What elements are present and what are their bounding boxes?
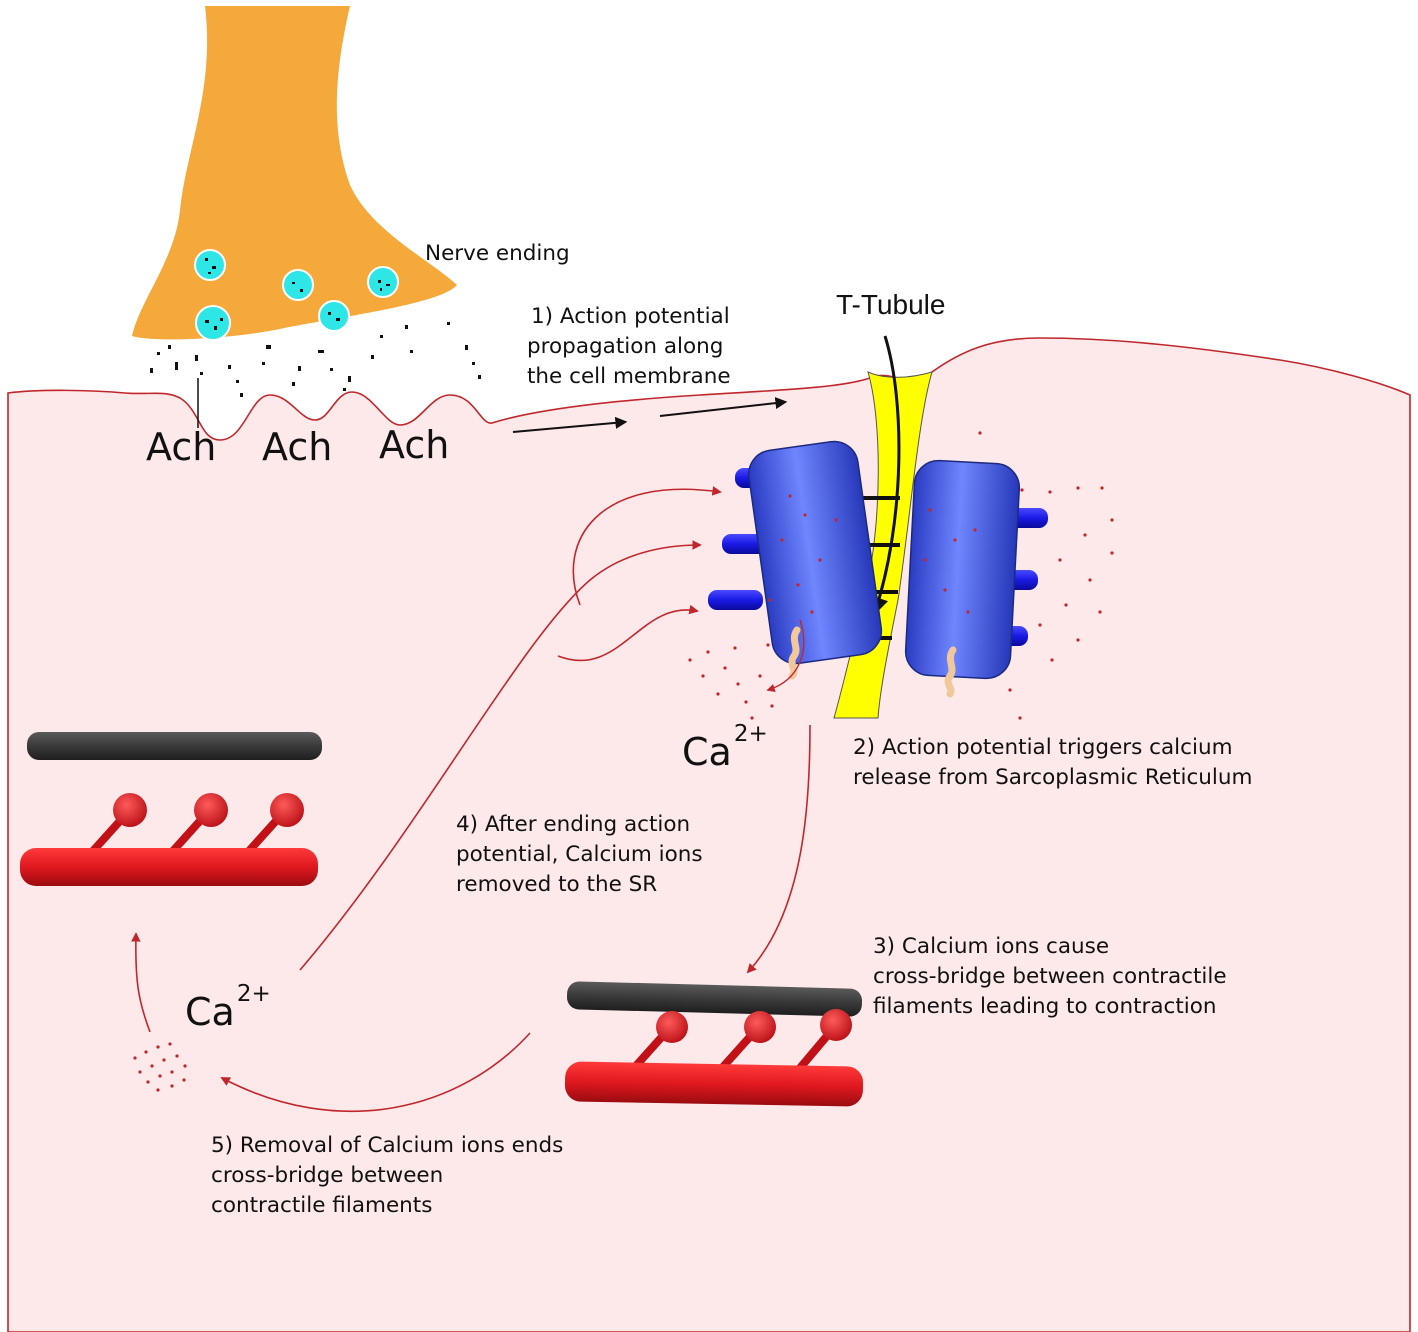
actin-filament	[566, 981, 863, 1017]
sr-pump	[788, 626, 801, 680]
myosin-head	[656, 1011, 688, 1043]
ach-vesicles	[194, 249, 399, 341]
step-3-line-2: cross-bridge between contractile	[873, 964, 1227, 989]
actin-filament	[27, 732, 322, 760]
vesicle	[318, 300, 350, 332]
myosin-head	[194, 793, 228, 827]
sarcoplasmic-reticulum-left	[708, 440, 900, 680]
calcium-reuptake-arrow-1	[572, 486, 722, 606]
myosin-head	[270, 793, 304, 827]
nerve-ending-label: Nerve ending	[425, 241, 570, 266]
sr-compartment	[748, 440, 883, 665]
ca-label-cytosol: Ca2+	[185, 981, 271, 1034]
step-2-line-1: 2) Action potential triggers calcium	[853, 735, 1233, 760]
ach-molecules	[150, 322, 481, 397]
step-3-text: 3) Calcium ions cause cross-bridge betwe…	[873, 934, 1227, 1019]
step-1-line-1: 1) Action potential	[531, 304, 730, 329]
calcium-ions-cytosol	[133, 1042, 187, 1092]
sr-pump	[944, 646, 957, 698]
pump-small-arrow	[766, 619, 805, 692]
calcium-ions-sr	[688, 431, 1114, 720]
step-4-line-1: 4) After ending action	[456, 812, 690, 837]
propagation-arrow-1	[512, 416, 628, 433]
step-1-text: 1) Action potential propagation along th…	[527, 304, 731, 389]
ach-label-1: Ach	[146, 425, 216, 469]
step-5-line-3: contractile filaments	[211, 1193, 432, 1218]
crossbridge-end-arrow	[220, 1032, 531, 1113]
myosin-head	[820, 1009, 852, 1041]
vesicle	[195, 305, 231, 341]
step-5-line-2: cross-bridge between	[211, 1163, 443, 1188]
step-4-line-2: potential, Calcium ions	[456, 842, 703, 867]
sr-compartment	[904, 459, 1021, 680]
t-tubule-arrow	[870, 335, 901, 616]
vesicle	[367, 266, 399, 298]
calcium-release-arrow	[746, 724, 811, 974]
step-1-line-3: the cell membrane	[527, 364, 731, 389]
calcium-removal-arrow	[299, 540, 702, 971]
myosin-filament	[20, 848, 318, 886]
ach-label-2: Ach	[262, 425, 332, 469]
ach-label-3: Ach	[379, 423, 449, 467]
muscle-cell	[7, 337, 1411, 1332]
step-2-line-2: release from Sarcoplasmic Reticulum	[853, 765, 1252, 790]
step-2-text: 2) Action potential triggers calcium rel…	[853, 735, 1252, 790]
myosin-head	[744, 1011, 776, 1043]
sarcoplasmic-reticulum-right	[904, 459, 1048, 698]
contracted-filaments	[564, 981, 864, 1107]
step-1-line-2: propagation along	[527, 334, 723, 359]
relaxed-filaments	[20, 732, 322, 886]
propagation-arrow-2	[659, 397, 788, 417]
vesicle	[282, 269, 314, 301]
sr-channel	[708, 590, 763, 610]
step-3-line-3: filaments leading to contraction	[873, 994, 1217, 1019]
t-tubule-label: T-Tubule	[836, 289, 945, 320]
myosin-head	[113, 793, 147, 827]
step-3-line-1: 3) Calcium ions cause	[873, 934, 1109, 959]
vesicle	[194, 249, 226, 281]
ca-label-sr: Ca2+	[682, 721, 768, 774]
step-5-text: 5) Removal of Calcium ions ends cross-br…	[211, 1133, 563, 1218]
step-4-line-3: removed to the SR	[456, 872, 657, 897]
myosin-filament	[564, 1061, 864, 1107]
relaxation-arrow	[131, 932, 151, 1033]
step-5-line-1: 5) Removal of Calcium ions ends	[211, 1133, 563, 1158]
calcium-reuptake-arrow-2	[557, 604, 699, 662]
step-4-text: 4) After ending action potential, Calciu…	[456, 812, 703, 897]
